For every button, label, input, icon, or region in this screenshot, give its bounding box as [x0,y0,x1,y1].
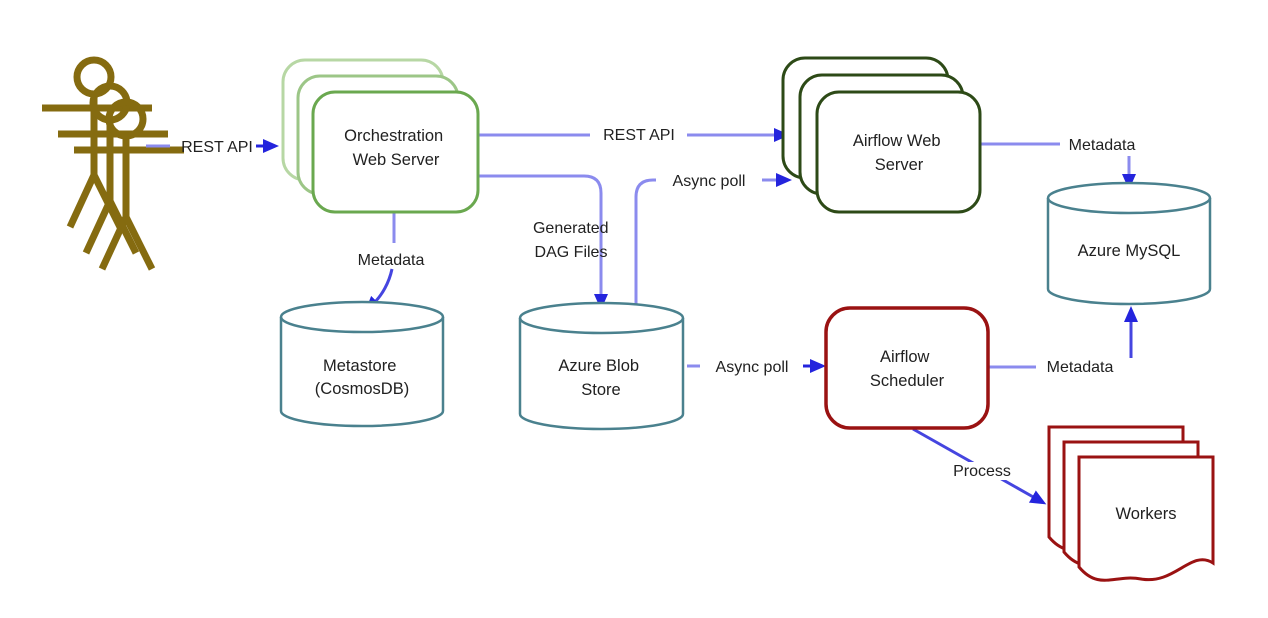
stick-figure-icon [42,60,152,227]
label-line: Generated [533,220,609,237]
edge-orchestration-metastore-arrow [364,268,394,313]
cylinder-body [518,301,685,431]
edge-label-metadata-metastore: Metadata [358,252,425,269]
edge-label-async-poll-bottom: Async poll [716,359,789,376]
edge-label-rest-api-main: REST API [603,127,675,144]
airflow-web-server-label: Airflow Web Server [853,132,945,174]
stack-box-front [311,90,480,214]
label-line: Airflow [880,348,930,366]
cylinder-top [1046,197,1212,215]
label-line: Web Server [353,151,440,169]
edge-labels: REST API REST API Generated DAG Files Me… [181,127,1135,480]
users-actors [42,60,184,269]
label-backing [944,462,1022,480]
node-metastore: Metastore (CosmosDB) [279,300,445,428]
label-line: Scheduler [870,372,945,390]
cylinder-top [518,317,685,335]
orchestration-web-server-label: Orchestration Web Server [344,127,448,169]
edge-label-generated-dag-files: Generated DAG Files [533,220,613,261]
label-line: Store [581,381,620,399]
connectors [146,128,1138,505]
label-line: Orchestration [344,127,443,145]
label-line: (CosmosDB) [315,380,409,398]
node-orchestration-web-server: Orchestration Web Server [281,58,480,214]
document-front [1077,455,1215,582]
edge-blob-airflowweb-line [634,178,656,310]
edge-label-async-poll-top: Async poll [673,173,746,190]
cylinder-body [1046,181,1212,306]
node-airflow-scheduler: Airflow Scheduler [824,306,990,430]
edge-label-metadata-mysql-bottom: Metadata [1047,359,1114,376]
label-line: Server [875,156,924,174]
node-airflow-web-server: Airflow Web Server [781,56,982,214]
node-azure-mysql: Azure MySQL [1046,181,1212,306]
edge-label-process: Process [953,463,1011,480]
cylinder-top [279,316,445,334]
label-line: Airflow Web [853,132,941,150]
edge-label-metadata-mysql-top: Metadata [1069,137,1136,154]
stack-box-front [815,90,982,214]
cylinder-body [279,300,445,428]
node-azure-blob-store: Azure Blob Store [518,301,685,431]
label-line: DAG Files [535,244,608,261]
label-line: Azure Blob [558,357,639,375]
edge-label-rest-api-users: REST API [181,139,253,156]
scheduler-box [824,306,990,430]
airflow-scheduler-label: Airflow Scheduler [870,348,945,390]
metastore-label: Metastore (CosmosDB) [315,357,409,398]
azure-blob-store-label: Azure Blob Store [558,357,643,399]
label-line: Metastore [323,357,396,375]
edge-orchestration-blob-arrow [478,174,608,310]
workers-label: Workers [1115,505,1176,523]
azure-mysql-label: Azure MySQL [1078,242,1181,260]
node-workers: Workers [1047,425,1215,582]
